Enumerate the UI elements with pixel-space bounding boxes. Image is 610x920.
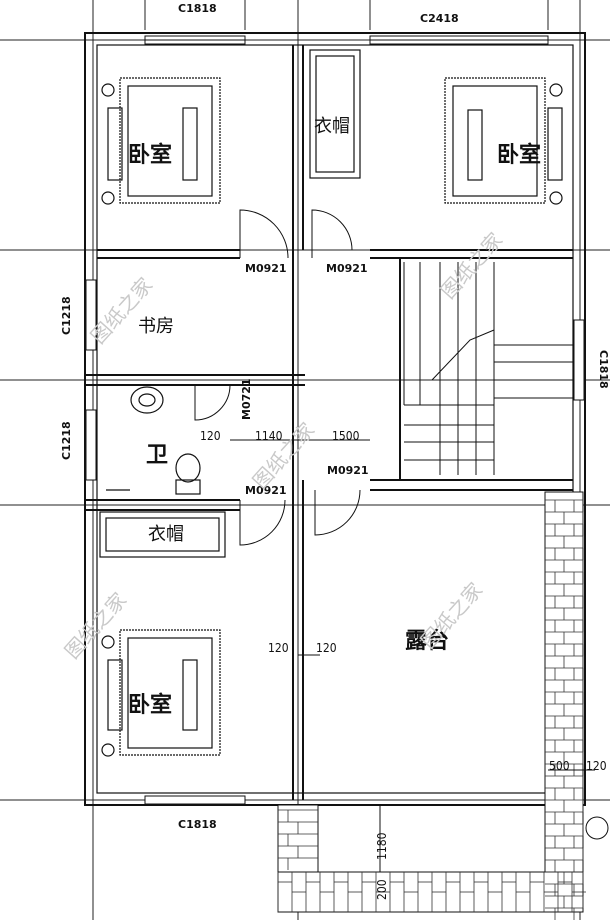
dim-200: 200 — [375, 879, 389, 900]
window-code-study: C1218 — [60, 296, 73, 335]
dim-120-bath: 120 — [200, 429, 221, 443]
room-wardrobe-mid: 衣帽 — [148, 524, 184, 545]
bed-top-left — [101, 77, 221, 205]
drain-icon — [585, 816, 609, 840]
stair — [403, 262, 573, 475]
dim-120-edge: 120 — [586, 759, 607, 773]
bed-top-right — [444, 77, 563, 205]
window-code-top-right: C2418 — [420, 12, 459, 25]
room-wardrobe-top: 衣帽 — [314, 116, 350, 137]
dim-120-right: 120 — [316, 641, 337, 655]
brick-pattern — [277, 499, 586, 920]
door-code-terrace: M0921 — [327, 464, 369, 477]
dim-lines — [230, 439, 595, 872]
door-code-br2: M0921 — [326, 262, 368, 275]
dim-1500: 1500 — [332, 429, 360, 443]
window-code-bottom: C1818 — [178, 818, 217, 831]
wardrobes — [99, 49, 361, 558]
watermark: 图纸之家 — [436, 228, 507, 304]
door-code-bath-lower: M0921 — [245, 484, 287, 497]
room-bedroom-top-left: 卧室 — [128, 142, 172, 168]
bed-bottom-left — [101, 629, 221, 757]
dim-120-left: 120 — [268, 641, 289, 655]
window-code-top-left: C1818 — [178, 2, 217, 15]
room-bathroom: 卫 — [146, 442, 168, 468]
doors — [194, 209, 361, 546]
room-bedroom-bottom-left: 卧室 — [128, 692, 172, 718]
dim-1140: 1140 — [255, 429, 283, 443]
windows — [85, 35, 585, 805]
room-study: 书房 — [138, 316, 174, 337]
walls — [84, 32, 586, 806]
window-code-stair: C1818 — [597, 350, 610, 389]
room-terrace: 露台 — [405, 628, 449, 654]
dim-1180: 1180 — [375, 832, 389, 860]
dim-500: 500 — [549, 759, 570, 773]
window-code-bath: C1218 — [60, 421, 73, 460]
room-bedroom-top-right: 卧室 — [497, 142, 541, 168]
door-code-bath: M0721 — [240, 378, 253, 420]
watermark: 图纸之家 — [416, 578, 487, 654]
door-code-br1: M0921 — [245, 262, 287, 275]
terrace-railing — [277, 491, 584, 913]
bath-fixtures — [106, 386, 201, 495]
